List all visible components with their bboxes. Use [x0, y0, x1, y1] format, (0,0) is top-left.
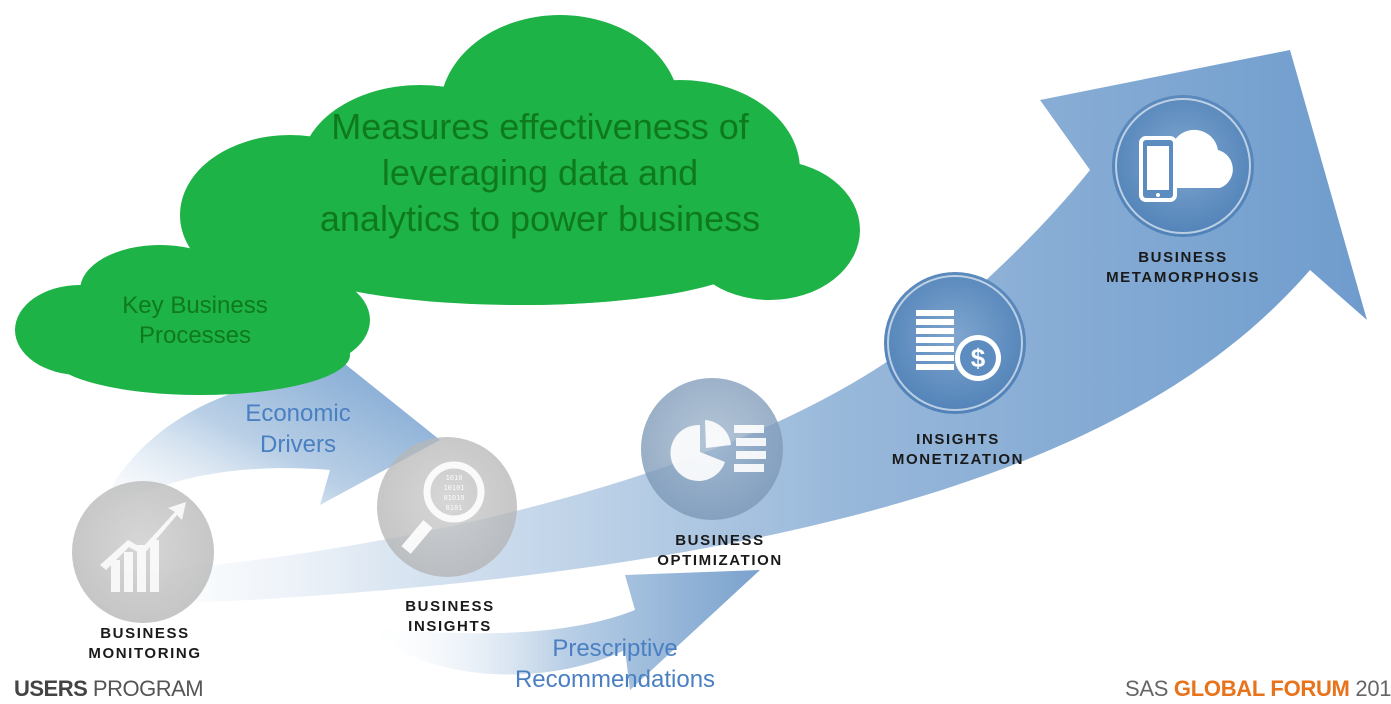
- stage-label-line: OPTIMIZATION: [657, 552, 783, 569]
- stage-label-metamorphosis: BUSINESS METAMORPHOSIS: [1078, 248, 1288, 288]
- metamorphosis-circle: [1112, 95, 1254, 237]
- economic-drivers-label: Economic Drivers: [218, 398, 378, 460]
- small-cloud-line: Processes: [138, 322, 252, 349]
- small-cloud: [15, 245, 370, 395]
- footer-year: 201: [1349, 676, 1391, 701]
- svg-text:0101: 0101: [446, 504, 463, 512]
- footer-users: USERS: [14, 676, 88, 701]
- economic-drivers-line: Economic: [245, 400, 351, 427]
- economic-drivers-arrow: [95, 340, 440, 520]
- svg-text:$: $: [971, 343, 986, 373]
- stage-label-insights: BUSINESS INSIGHTS: [370, 597, 530, 637]
- main-cloud-line: analytics to power business: [319, 198, 761, 239]
- coins-dollar-icon: $: [916, 310, 1001, 381]
- optimization-circle: [641, 378, 783, 520]
- tablet-cloud-icon: [1139, 129, 1233, 202]
- stage-label-line: INSIGHTS: [916, 431, 1000, 448]
- svg-text:10101: 10101: [443, 484, 464, 492]
- main-cloud-line: leveraging data and: [381, 152, 699, 193]
- stage-label-line: MONETIZATION: [891, 451, 1025, 468]
- main-cloud-line: Measures effectiveness of: [331, 106, 749, 147]
- stage-label-monetization: INSIGHTS MONETIZATION: [868, 430, 1048, 470]
- small-cloud-line: Key Business: [122, 292, 268, 319]
- footer-users-program: USERS PROGRAM: [14, 676, 204, 702]
- monetization-circle: $: [884, 272, 1026, 414]
- main-cloud: [180, 15, 860, 305]
- growth-chart-icon: [100, 502, 186, 592]
- prescriptive-line: Recommendations: [514, 666, 716, 693]
- prescriptive-label: Prescriptive Recommendations: [490, 633, 740, 695]
- footer-sas-global-forum: SAS GLOBAL FORUM 201: [1125, 676, 1391, 702]
- stage-label-line: BUSINESS: [675, 532, 765, 549]
- magnifier-data-icon: 1010 10101 01010 0101: [401, 461, 485, 554]
- small-cloud-text: Key Business Processes: [95, 291, 295, 351]
- stage-label-line: MONITORING: [88, 645, 202, 662]
- slide-title-cropped: [30, 0, 950, 12]
- main-cloud-text: Measures effectiveness of leveraging dat…: [300, 104, 780, 242]
- stage-label-monitoring: BUSINESS MONITORING: [60, 624, 230, 664]
- svg-text:1010: 1010: [446, 474, 463, 482]
- stage-label-optimization: BUSINESS OPTIMIZATION: [625, 531, 815, 571]
- stage-label-line: BUSINESS: [100, 625, 190, 642]
- stage-label-line: BUSINESS: [1138, 249, 1228, 266]
- pie-chart-list-icon: [670, 420, 766, 481]
- stage-label-line: BUSINESS: [405, 598, 495, 615]
- footer-sas: SAS: [1125, 676, 1169, 701]
- prescriptive-line: Prescriptive: [552, 635, 678, 662]
- monitoring-circle: [72, 481, 214, 623]
- economic-drivers-line: Drivers: [260, 431, 336, 458]
- stage-label-line: INSIGHTS: [408, 618, 492, 635]
- svg-text:01010: 01010: [443, 494, 464, 502]
- footer-program: PROGRAM: [87, 676, 204, 701]
- insights-circle: 1010 10101 01010 0101: [377, 437, 517, 577]
- footer-global-forum: GLOBAL FORUM: [1168, 676, 1350, 701]
- stage-label-line: METAMORPHOSIS: [1106, 269, 1260, 286]
- prescriptive-arrow: [370, 570, 760, 690]
